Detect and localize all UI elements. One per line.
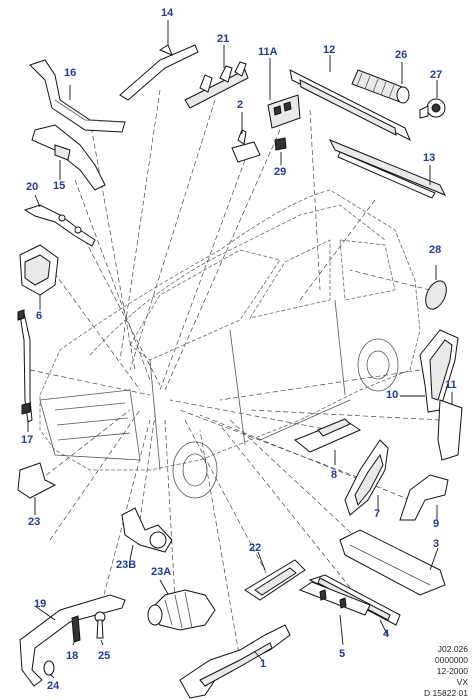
part-22: [244, 551, 306, 601]
part-21: [184, 45, 249, 109]
callout-8: 8: [331, 469, 338, 481]
part-15: [31, 124, 106, 191]
callout-14: 14: [161, 7, 174, 19]
callout-11: 11: [445, 379, 457, 391]
callout-10: 10: [386, 389, 399, 401]
reference-code: J02.026: [437, 644, 468, 654]
part-5: [298, 581, 371, 646]
callout-1: 1: [260, 658, 267, 670]
part-6: [19, 244, 59, 310]
part-23a: [147, 579, 216, 631]
callout-6: 6: [36, 310, 43, 322]
drawing-reference-block: J02.026 0000000 12-2000 VX D 15822 01: [424, 644, 468, 699]
part-10: [400, 329, 459, 413]
part-23: [17, 462, 57, 515]
part-25: [94, 611, 106, 646]
part-7: [344, 439, 389, 516]
part-24: [43, 660, 55, 679]
callout-28: 28: [429, 244, 442, 256]
part-26: [351, 62, 410, 104]
callout-12: 12: [323, 44, 336, 56]
part-16: [29, 59, 126, 133]
callout-19: 19: [34, 598, 47, 610]
part-13: [328, 139, 447, 199]
callout-23a: 23A: [151, 566, 172, 578]
vehicle-outline: [39, 189, 421, 499]
callout-5: 5: [339, 648, 346, 660]
part-18: [71, 615, 81, 646]
part-29: [274, 137, 287, 165]
part-12: [289, 55, 411, 142]
part-14: [119, 20, 199, 101]
callout-24: 24: [47, 680, 60, 692]
part-1: [179, 624, 291, 699]
part-28: [425, 265, 447, 310]
part-19: [19, 594, 126, 687]
callout-18: 18: [66, 650, 79, 662]
part-9: [399, 474, 449, 521]
callout-15: 15: [53, 180, 66, 192]
callout-16: 16: [64, 67, 77, 79]
vehicle-model: VX: [456, 677, 468, 687]
callout-29: 29: [274, 166, 287, 178]
callout-3: 3: [433, 538, 440, 550]
callout-17: 17: [21, 434, 34, 446]
callout-7: 7: [374, 508, 381, 520]
part-20: [23, 194, 96, 247]
dashed-leader-lines: [29, 89, 441, 661]
part-11a: [267, 58, 301, 129]
callout-13: 13: [423, 152, 436, 164]
part-23b: [121, 507, 173, 561]
callout-25: 25: [98, 650, 111, 662]
callout-26: 26: [395, 49, 408, 61]
revision-code: 0000000: [434, 655, 468, 665]
part-17: [17, 309, 33, 432]
callout-2: 2: [237, 99, 244, 111]
callout-4: 4: [383, 628, 390, 640]
callout-22: 22: [249, 542, 262, 554]
callout-11a: 11A: [258, 46, 278, 58]
callout-23b: 23B: [116, 559, 137, 571]
drawing-number: D 15822 01: [424, 688, 468, 698]
callout-9: 9: [433, 518, 440, 530]
part-27: [419, 80, 446, 119]
callout-20: 20: [26, 181, 39, 193]
revision-date: 12-2000: [436, 666, 468, 676]
part-3: [339, 529, 446, 596]
callout-23: 23: [28, 516, 41, 528]
callout-21: 21: [217, 33, 230, 45]
part-2: [231, 112, 261, 163]
part-11: [437, 392, 463, 461]
part-8: [294, 418, 362, 465]
callout-27: 27: [430, 69, 443, 81]
